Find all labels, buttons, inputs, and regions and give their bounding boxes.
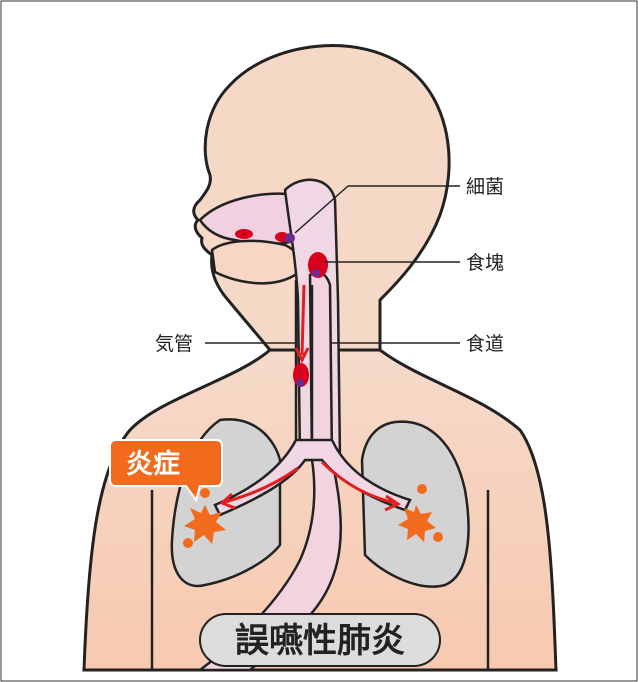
label-trachea: 気管: [155, 333, 193, 355]
bacteria-purple-1: [285, 233, 295, 243]
label-inflammation: 炎症: [126, 449, 180, 480]
label-esophagus: 食道: [466, 333, 504, 355]
tongue-region: [212, 241, 300, 283]
burst-left-dot-2: [183, 538, 193, 548]
burst-right-dot-2: [433, 532, 443, 542]
title-pill: 誤嚥性肺炎: [200, 614, 440, 666]
burst-left-dot-1: [200, 488, 210, 498]
label-bolus: 食塊: [466, 252, 504, 274]
bacteria-purple-2: [312, 269, 320, 277]
bacteria-purple-3: [296, 379, 304, 387]
bacteria-red-1: [235, 229, 253, 239]
arrow-trachea: [302, 285, 304, 355]
diagram-title: 誤嚥性肺炎: [235, 621, 405, 661]
burst-right-dot-1: [417, 484, 427, 494]
label-bacteria: 細菌: [466, 176, 504, 198]
